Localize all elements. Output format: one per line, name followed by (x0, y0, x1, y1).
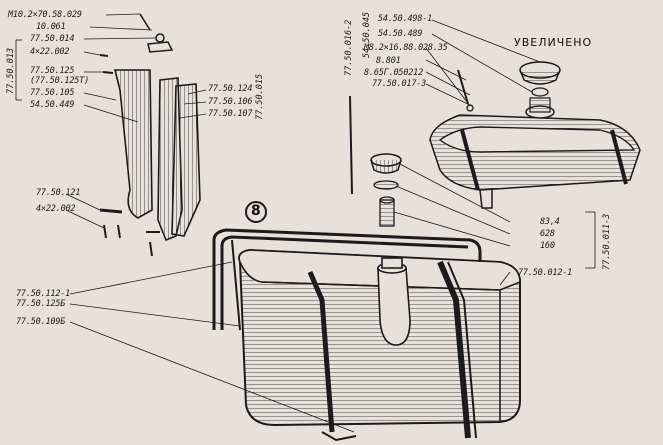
label-77112: 77.50.112-1 (16, 289, 71, 299)
label-77106: 77.50.106 (208, 97, 253, 107)
label-77105: 77.50.105 (30, 88, 75, 98)
label-77125b: 77.50.125Б (16, 299, 66, 309)
label-77015: 77.50.015 (255, 73, 265, 120)
label-77124: 77.50.124 (208, 84, 253, 94)
label-77013: 77.50.013 (6, 47, 16, 94)
cap-assembly (349, 95, 402, 227)
label-628: 628 (540, 229, 555, 239)
label-77017: 77.50.017-3 (372, 79, 427, 89)
label-54449: 54.50.449 (30, 100, 75, 110)
label-8801: 8.801 (376, 56, 401, 66)
left-brackets (99, 13, 201, 257)
label-77125t: (77.50.125Т) (30, 76, 90, 86)
label-10061: 10.061 (36, 22, 66, 32)
main-tank (238, 248, 521, 442)
label-834: 83,4 (540, 217, 560, 227)
label-54498: 54.50.498-1 (378, 14, 433, 24)
label-865f: 8.65Г.050212 (364, 68, 424, 78)
leader-lines (15, 13, 596, 433)
label-77011: 77.50.011-3 (602, 213, 612, 270)
label-77012: 77.50.012-1 (518, 268, 573, 278)
badge-circle (245, 201, 267, 223)
label-4x22b: 4×22.002 (36, 204, 76, 214)
label-77107: 77.50.107 (208, 109, 253, 119)
label-4x22a: 4×22.002 (30, 47, 70, 57)
tank-frame (212, 228, 482, 331)
label-m10: M10.2×70.58.029 (8, 10, 82, 20)
label-m8: M8.2×16.88.028.35 (364, 43, 448, 53)
badge-number: 8 (251, 203, 261, 219)
label-77125: 77.50.125 (30, 66, 75, 76)
label-77016: 77.50.016-2 (344, 19, 354, 76)
label-54489: 54.50.489 (378, 29, 423, 39)
enlarged-tank (429, 61, 641, 209)
label-160: 160 (540, 241, 555, 251)
label-77014: 77.50.014 (30, 34, 75, 44)
label-77109: 77.50.109Б (16, 317, 66, 327)
enlarged-title: УВЕЛИЧЕНО (514, 36, 593, 49)
label-77121: 77.50.121 (36, 188, 81, 198)
